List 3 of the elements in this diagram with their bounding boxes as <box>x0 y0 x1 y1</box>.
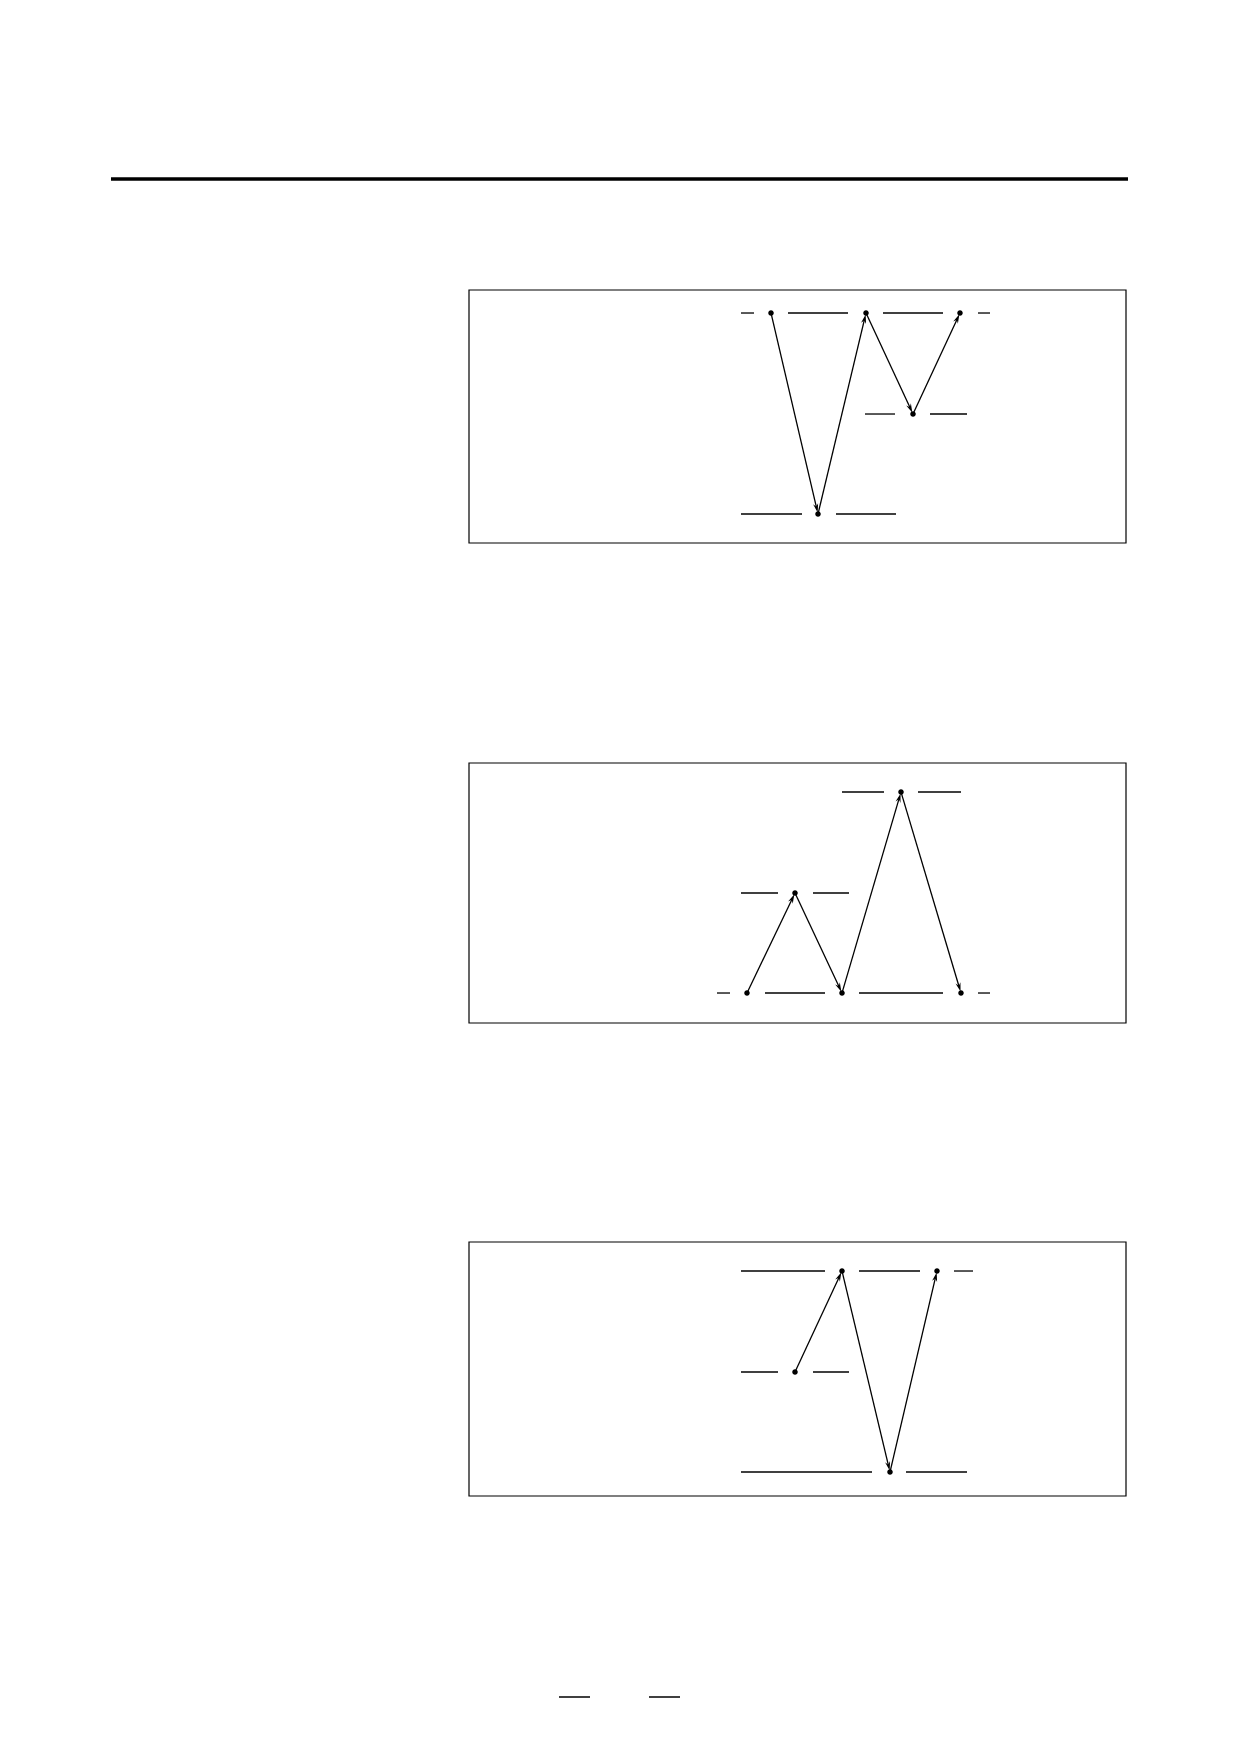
frame-box <box>468 762 1127 1024</box>
frame-box <box>468 1241 1127 1497</box>
frame-box <box>468 289 1127 544</box>
